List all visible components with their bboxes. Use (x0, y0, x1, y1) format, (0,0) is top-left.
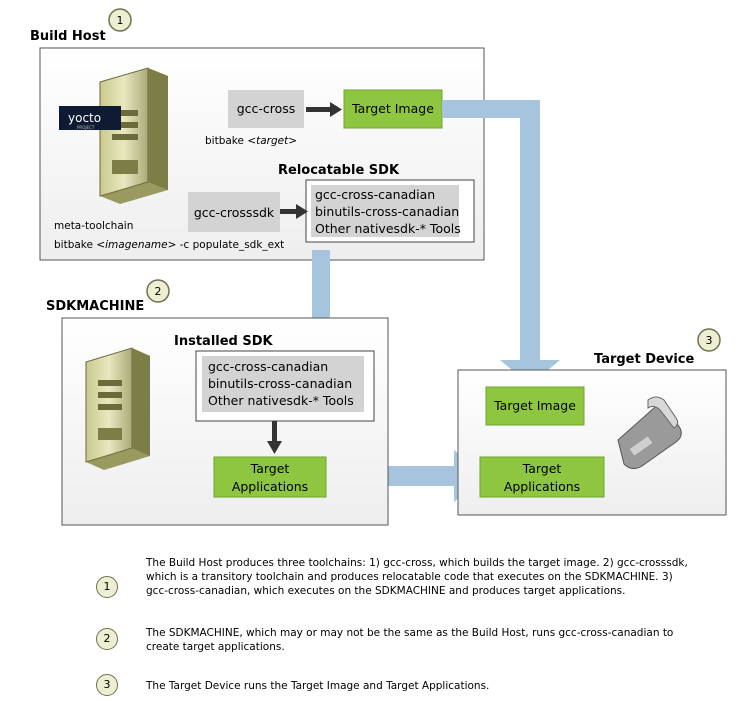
device-target-applications-label-line1: Target (522, 461, 562, 476)
sdkmachine-badge-number: 2 (155, 285, 162, 298)
yocto-logo-subtext: PROJECT (77, 125, 95, 130)
mobile-phone-icon (617, 396, 682, 470)
legend-number-badge: 3 (96, 674, 118, 696)
installed-sdk-tools-box (202, 356, 364, 412)
relocatable-sdk-tool: binutils-cross-canadian (315, 204, 459, 219)
bitbake-target-arg: <target> (247, 135, 297, 147)
sdk-target-applications-label-line1: Target (250, 461, 290, 476)
installed-sdk-tool: binutils-cross-canadian (208, 376, 352, 391)
build-host-badge-number: 1 (117, 14, 124, 27)
gcc-crosssdk-box (188, 192, 280, 232)
sdkmachine-panel: SDKMACHINE 2 Installed SDK gcc-cross-can… (46, 279, 389, 526)
sdkmachine-title: SDKMACHINE (46, 299, 144, 314)
sdkmachine-server-icon (85, 347, 150, 470)
relocatable-sdk-title: Relocatable SDK (278, 163, 400, 178)
relocatable-sdk-tool: gcc-cross-canadian (315, 187, 435, 202)
legend-text: The SDKMACHINE, which may or may not be … (146, 627, 674, 653)
build-host-panel: Build Host 1 yocto PROJECT gcc-cross (30, 8, 485, 261)
sdkmachine-badge: 2 (146, 279, 170, 303)
sdk-target-applications-box (213, 456, 327, 498)
target-device-panel: Target Device 3 Target Image Target Appl… (457, 328, 727, 516)
gcc-crosssdk-to-sdk-arrow (280, 204, 308, 219)
target-device-title: Target Device (594, 352, 694, 367)
sdk-target-applications-label-line2: Applications (232, 479, 308, 494)
build-target-image-label: Target Image (351, 101, 434, 116)
installed-sdk-tool: Other nativesdk-* Tools (208, 393, 354, 408)
build-host-badge: 1 (108, 8, 132, 32)
build-host-server-icon (99, 67, 168, 204)
meta-toolchain-label: meta-toolchain (54, 220, 133, 232)
bitbake-populate-prefix: bitbake (54, 239, 96, 251)
installed-sdk-title: Installed SDK (174, 334, 274, 349)
gcc-cross-box (228, 90, 304, 128)
device-target-applications-label-line2: Applications (504, 479, 580, 494)
target-image-flow-arrow (442, 100, 560, 385)
yocto-logo: yocto PROJECT (59, 106, 121, 130)
installed-sdk-tool: gcc-cross-canadian (208, 359, 328, 374)
applications-to-target-device-arrow (326, 450, 486, 502)
gcc-cross-to-target-image-arrow (306, 102, 342, 117)
bitbake-populate-suffix: -c populate_sdk_ext (176, 239, 284, 251)
bitbake-populate-arg: <imagename> (96, 239, 176, 251)
gcc-crosssdk-label: gcc-crosssdk (194, 205, 275, 220)
device-target-image-box (485, 386, 585, 426)
bitbake-target-command: bitbake <target> (205, 135, 297, 147)
legend-number-badge: 1 (96, 576, 118, 598)
relocatable-sdk-tool: Other nativesdk-* Tools (315, 221, 461, 236)
device-target-applications-box (479, 456, 605, 498)
legend-text: The Build Host produces three toolchains… (146, 557, 688, 597)
device-target-image-label: Target Image (493, 398, 576, 413)
bitbake-populate-command: bitbake <imagename> -c populate_sdk_ext (54, 239, 284, 251)
legend-number-badge: 2 (96, 628, 118, 650)
bitbake-target-prefix: bitbake (205, 135, 247, 147)
gcc-cross-label: gcc-cross (237, 101, 296, 116)
target-device-badge: 3 (697, 328, 721, 352)
yocto-logo-text: yocto (68, 111, 101, 125)
installed-sdk-to-applications-arrow (267, 421, 282, 454)
build-host-title: Build Host (30, 29, 106, 44)
legend-text: The Target Device runs the Target Image … (146, 680, 490, 692)
target-device-badge-number: 3 (706, 334, 713, 347)
relocatable-sdk-tools-box (311, 185, 459, 237)
